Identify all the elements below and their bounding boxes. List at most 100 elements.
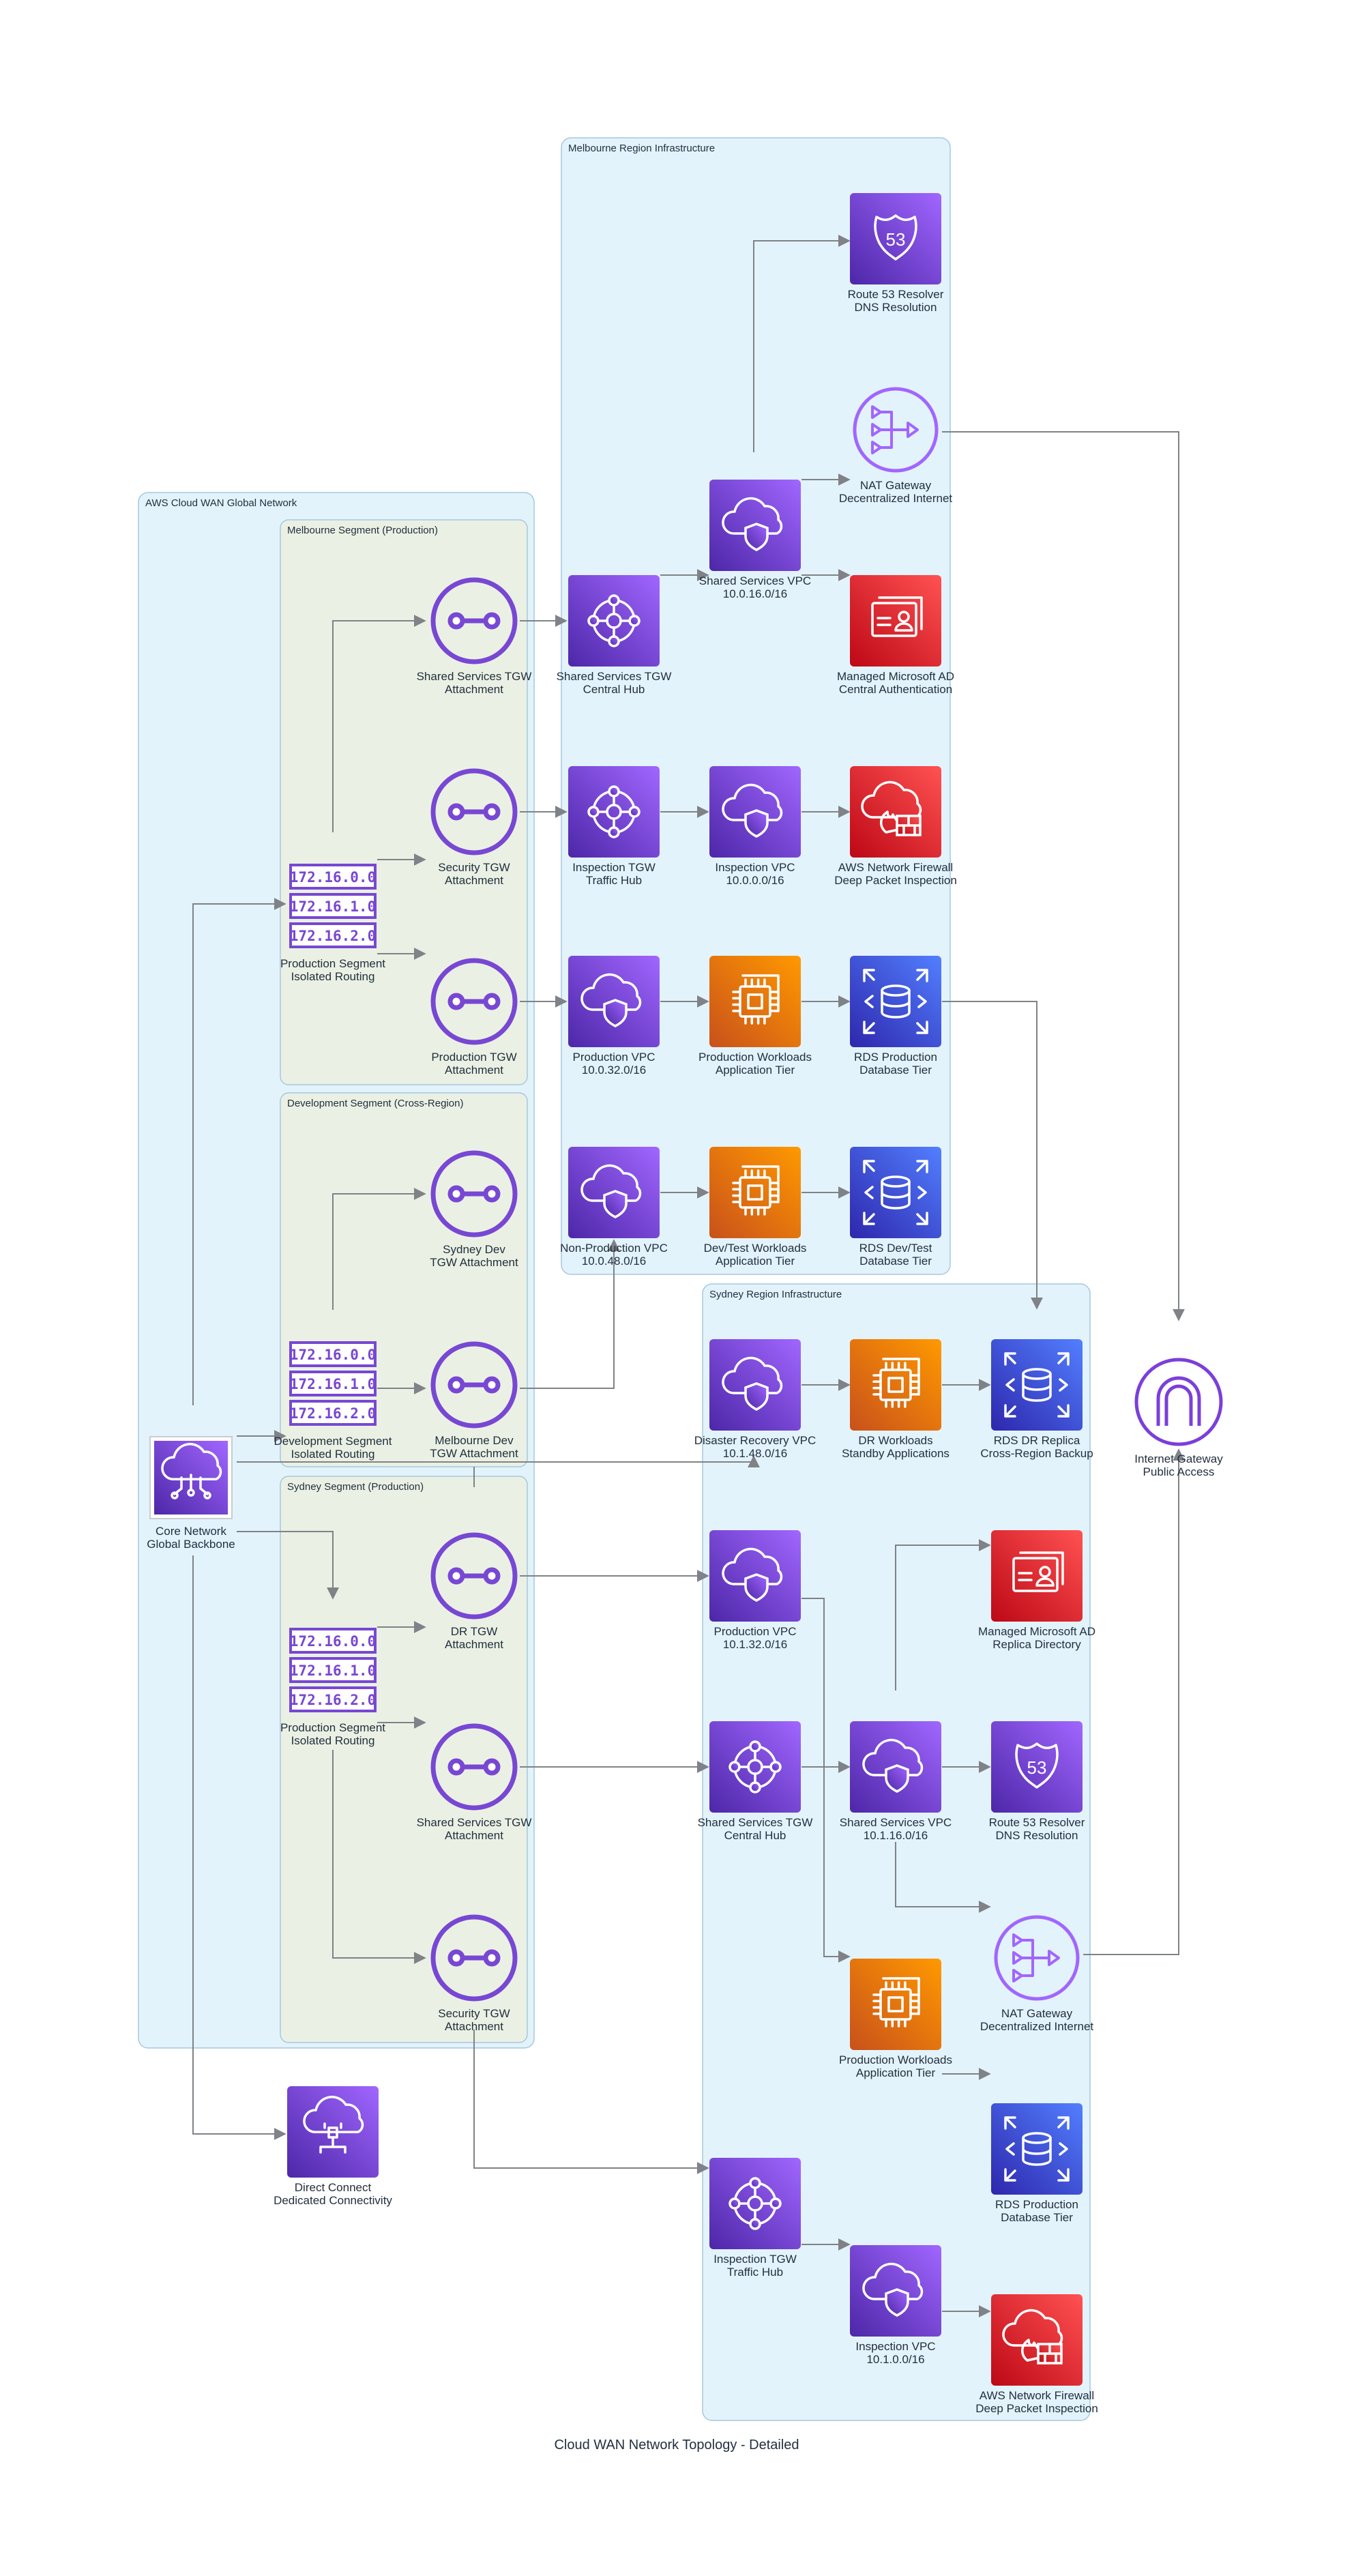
node-label-primary: Inspection VPC bbox=[855, 2340, 935, 2353]
node-syd-prod-seg[interactable]: 172.16.0.0172.16.1.0172.16.2.0Production… bbox=[280, 1628, 385, 1747]
cluster-mel-segment-label: Melbourne Segment (Production) bbox=[287, 525, 438, 536]
node-label-secondary: Traffic Hub bbox=[727, 2266, 783, 2279]
node-label-primary: Route 53 Resolver bbox=[989, 1816, 1085, 1829]
tgw-attachment-icon bbox=[430, 1150, 518, 1238]
node-label-secondary: Central Hub bbox=[583, 683, 645, 696]
node-label-primary: AWS Network Firewall bbox=[838, 861, 953, 874]
route-table-icon: 172.16.0.0 172.16.1.0 172.16.2.0 bbox=[289, 864, 377, 948]
node-label-secondary: Application Tier bbox=[716, 1255, 795, 1268]
node-label-primary: Shared Services VPC bbox=[840, 1816, 952, 1829]
node-label-secondary: Standby Applications bbox=[842, 1447, 950, 1460]
cidr-block bbox=[289, 1400, 377, 1426]
node-label-secondary: Central Hub bbox=[724, 1829, 786, 1842]
node-label-primary: DR TGW bbox=[451, 1625, 498, 1638]
node-label-primary: Disaster Recovery VPC bbox=[694, 1434, 816, 1447]
edge-syd-ss-vpc-to-ad bbox=[895, 1539, 991, 1690]
rds-icon bbox=[991, 1339, 1083, 1431]
directory-service-icon bbox=[991, 1530, 1083, 1622]
cluster-global-label: AWS Cloud WAN Global Network bbox=[145, 497, 297, 509]
node-label-primary: Production Segment bbox=[280, 957, 385, 970]
svg-text:53: 53 bbox=[886, 229, 906, 250]
node-label-primary: Shared Services TGW bbox=[417, 670, 532, 683]
internet-gateway-icon bbox=[1134, 1358, 1223, 1446]
route53-icon: 53 bbox=[991, 1721, 1083, 1813]
rds-icon bbox=[991, 2103, 1083, 2195]
ec2-icon bbox=[850, 1339, 941, 1431]
cidr-text: 172.16.2.0 bbox=[290, 928, 376, 944]
cidr-block bbox=[289, 1628, 377, 1654]
node-label-primary: AWS Network Firewall bbox=[980, 2389, 1094, 2402]
node-label-secondary: Isolated Routing bbox=[291, 970, 375, 983]
transit-gateway-icon bbox=[709, 1721, 801, 1813]
node-label-secondary: Isolated Routing bbox=[291, 1734, 375, 1747]
node-label-primary: Security TGW bbox=[438, 861, 510, 874]
node-mel-prod-seg[interactable]: 172.16.0.0 172.16.1.0 172.16.2.0Production… bbox=[280, 864, 385, 983]
node-label-primary: NAT Gateway bbox=[1001, 2007, 1073, 2020]
cidr-text: 172.16.1.0 bbox=[290, 898, 376, 915]
cidr-text: 172.16.0.0 bbox=[290, 1633, 376, 1650]
node-label-secondary: Deep Packet Inspection bbox=[975, 2402, 1098, 2415]
node-dev-seg[interactable]: 172.16.0.0172.16.1.0172.16.2.0Developmen… bbox=[274, 1341, 392, 1461]
node-label-secondary: 10.0.0.0/16 bbox=[726, 874, 784, 887]
network-firewall-icon bbox=[850, 766, 941, 858]
node-label-primary: Inspection VPC bbox=[715, 861, 795, 874]
node-label-primary: Melbourne Dev bbox=[435, 1434, 514, 1447]
direct-connect-icon bbox=[287, 2086, 379, 2178]
cidr-text: 172.16.0.0 bbox=[290, 869, 376, 886]
edge-core-to-direct-connect bbox=[192, 1555, 286, 2140]
node-label-primary: Internet Gateway bbox=[1134, 1452, 1223, 1465]
svg-text:53: 53 bbox=[1027, 1757, 1047, 1778]
node-label-primary: Route 53 Resolver bbox=[848, 288, 944, 301]
edge-mel-nat-to-igw bbox=[942, 431, 1185, 1321]
cidr-block bbox=[289, 864, 377, 890]
edge-mel-seg-to-ss-att bbox=[332, 615, 426, 832]
node-label-primary: Production VPC bbox=[714, 1625, 797, 1638]
node-label-secondary: Attachment bbox=[445, 1064, 503, 1077]
node-label-primary: Shared Services VPC bbox=[699, 574, 811, 587]
cidr-text: 172.16.0.0 bbox=[290, 1347, 376, 1363]
node-label-primary: Production TGW bbox=[431, 1051, 516, 1064]
edge-core-to-syd-prod-segment bbox=[237, 1531, 339, 1600]
cidr-block bbox=[289, 1686, 377, 1712]
